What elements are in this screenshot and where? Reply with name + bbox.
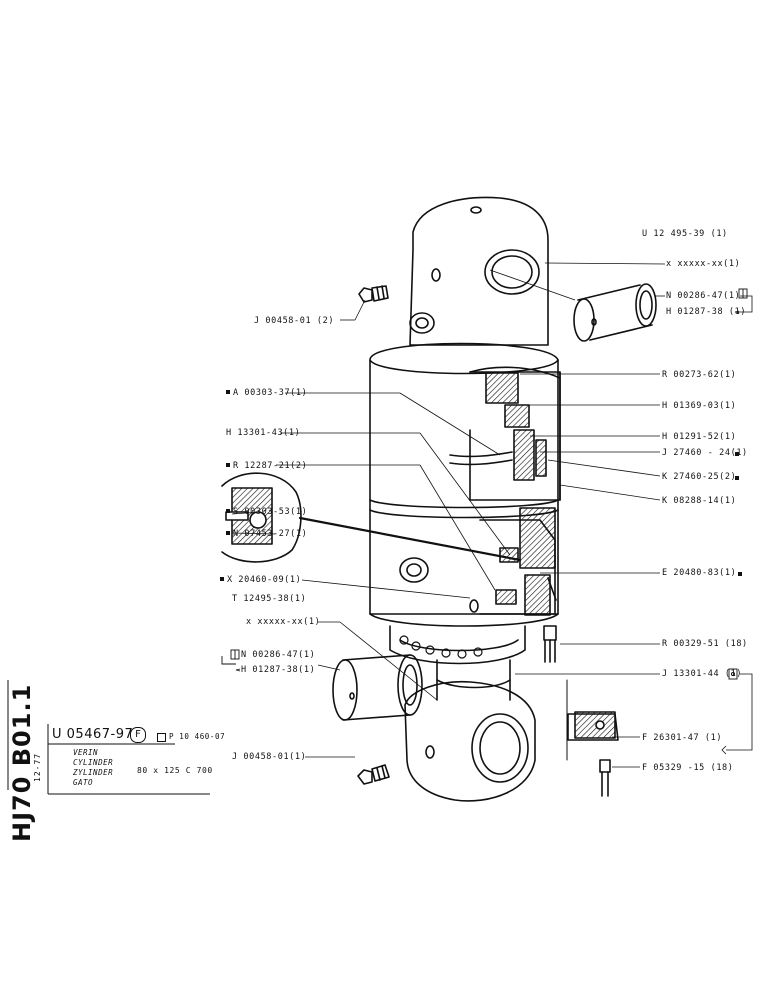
- callout-U12495-39: U 12 495-39 (1): [642, 229, 728, 239]
- description-fr: VERIN: [73, 748, 99, 757]
- callout-F26301-47: F 26301-47 (1): [642, 733, 723, 743]
- callout-N00286-47: N 00286-47(1): [666, 291, 741, 301]
- callout-H01287-38: H 01287-38 (1): [666, 307, 747, 317]
- callout-A00303-37: A 00303-37(1): [233, 388, 308, 398]
- bushing-pin-top: [573, 283, 657, 342]
- callout-H01291-52: H 01291-52(1): [662, 432, 737, 442]
- flange-detail: [567, 711, 619, 797]
- callout-H01369-03: H 01369-03(1): [662, 401, 737, 411]
- seal-detail-view: [221, 472, 302, 563]
- callout-J00458-01-1: J 00458-01(1): [232, 752, 307, 762]
- description-de: ZYLINDER: [73, 768, 114, 777]
- callout-S00303-53: S 00303-53(1): [233, 507, 308, 517]
- lube-port-top: [431, 268, 441, 282]
- callout-H01287-38-b: H 01287-38(1): [241, 665, 316, 675]
- rod-eye-lube-hole: [425, 745, 435, 759]
- grease-nipple-bottom: [357, 764, 390, 785]
- description-en: CYLINDER: [73, 758, 114, 767]
- side-port: [409, 312, 435, 334]
- callout-X20460-09: X 20460-09(1): [227, 575, 302, 585]
- clevis-bore: [484, 249, 540, 295]
- part-number: U 05467-97: [52, 727, 134, 742]
- callout-N00286-47-b: N 00286-47(1): [241, 650, 316, 660]
- callout-E20480-83: E 20480-83(1): [662, 568, 737, 578]
- grease-nipple-top: [358, 285, 389, 303]
- callout-H13301-43: H 13301-43(1): [226, 428, 301, 438]
- top-clevis-eye: [409, 196, 549, 346]
- sheet-code: HJ70 B01.1: [8, 683, 36, 842]
- reference-number: P 10 460-07: [169, 732, 226, 741]
- rod-eye: [404, 680, 536, 802]
- callout-J27460-24: J 27460 - 24(1): [662, 448, 748, 458]
- callout-R00273-62: R 00273-62(1): [662, 370, 737, 380]
- bushing-pin-bottom: [332, 654, 423, 721]
- description-es: GATO: [73, 778, 94, 787]
- callout-J13301-44: J 13301-44 (1): [662, 669, 743, 679]
- callout-K08288-14: K 08288-14(1): [662, 496, 737, 506]
- reference-box-icon: [157, 733, 166, 742]
- callout-T12495-38: T 12495-38(1): [232, 594, 307, 604]
- callout-K27460-25: K 27460-25(2): [662, 472, 737, 482]
- black-square-icon: [226, 390, 230, 394]
- callout-N07453-27: N 07453-27(1): [233, 529, 308, 539]
- callout-R00329-51: R 00329-51 (18): [662, 639, 748, 649]
- callout-F05329-15: F 05329 -15 (18): [642, 763, 734, 773]
- callout-J00458-01-2: J 00458-01 (2): [254, 316, 335, 326]
- lower-side-hole: [469, 599, 479, 613]
- clevis-top-hole: [470, 206, 482, 214]
- callout-R12287-21: R 12287-21(2): [233, 461, 308, 471]
- lower-port: [399, 557, 429, 583]
- sheet-date: 12-77: [33, 752, 42, 782]
- piston-rod: [436, 659, 511, 701]
- dimensions: 80 x 125 C 700: [137, 766, 213, 775]
- cap-screw: [543, 625, 557, 663]
- callout-xxxxx-2: x xxxxx-xx(1): [246, 617, 321, 627]
- part-badge: F: [130, 727, 146, 743]
- callout-xxxxx-1: x xxxxx-xx(1): [666, 259, 741, 269]
